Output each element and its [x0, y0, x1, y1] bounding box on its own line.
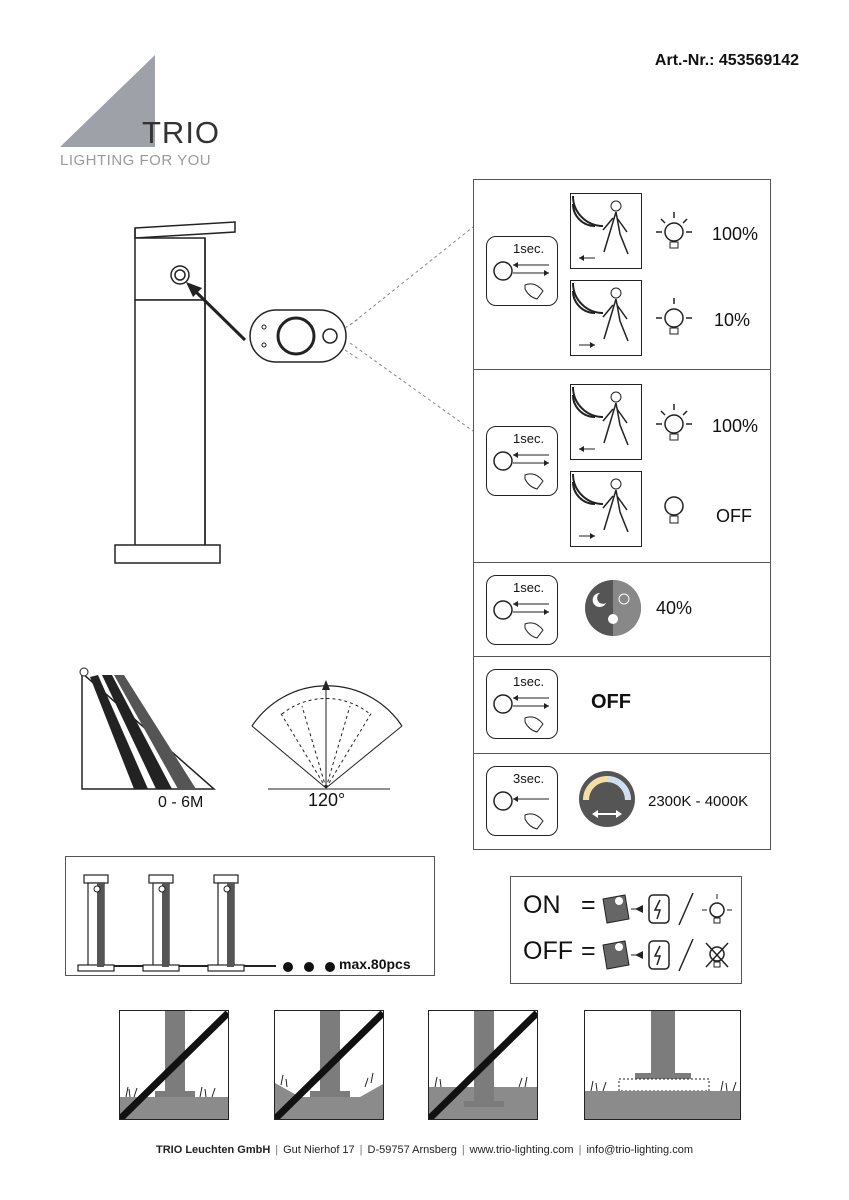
sun-bulb-icon — [656, 212, 692, 249]
equals-sign: = — [581, 891, 596, 919]
lamp-chain-icon — [77, 874, 335, 972]
brightness-level: 100% — [712, 416, 759, 436]
color-temperature-icon — [579, 771, 635, 827]
brightness-level: 40% — [656, 598, 693, 618]
button-press-icon: 1sec. — [486, 575, 558, 645]
on-off-legend: ON = OFF = — [510, 876, 742, 984]
sun-bulb-icon — [656, 298, 692, 335]
button-time-label: 1sec. — [513, 431, 545, 446]
sensor-range-label: 0 - 6M — [158, 794, 204, 811]
sensor-angle-label: 120° — [308, 790, 346, 810]
battery-icon — [648, 894, 670, 924]
installation-wrong-2 — [274, 1010, 384, 1120]
chain-max-label: max.80pcs — [339, 956, 411, 972]
article-number: Art.-Nr.: 453569142 — [654, 52, 799, 69]
battery-icon — [648, 940, 670, 970]
footer-city: D-59757 Arnsberg — [367, 1144, 457, 1156]
button-time-label: 1sec. — [513, 674, 545, 689]
color-temperature-range: 2300K - 4000K — [648, 793, 749, 810]
off-condition-icons — [602, 938, 729, 972]
on-condition-icons — [602, 892, 732, 926]
solar-panel-icon — [602, 940, 630, 970]
callout-lines — [349, 226, 474, 432]
sun-bulb-icon — [702, 894, 732, 924]
installation-correct — [584, 1010, 741, 1120]
brand-tagline: LIGHTING FOR YOU — [60, 152, 212, 169]
brightness-level: 100% — [712, 224, 759, 244]
bollard-illustration — [114, 221, 360, 564]
sensor-range-icon — [79, 667, 216, 790]
brightness-level: OFF — [716, 506, 752, 526]
brightness-level: OFF — [591, 691, 631, 713]
solar-panel-icon — [602, 894, 630, 924]
button-press-icon: 1sec. — [486, 669, 558, 739]
button-time-label: 1sec. — [513, 580, 545, 595]
motion-sensor-icon — [570, 384, 642, 460]
mode-panel-4: 1sec. OFF — [473, 657, 771, 754]
equals-sign: = — [581, 937, 596, 965]
sun-bulb-icon — [656, 404, 692, 441]
footer-email-link[interactable]: info@trio-lighting.com — [586, 1144, 693, 1156]
mode-panel-2: 1sec. 100% OFF — [473, 370, 771, 563]
installation-wrong-1 — [119, 1010, 229, 1120]
button-time-label: 3sec. — [513, 771, 545, 786]
logo-triangle-icon — [60, 55, 155, 147]
footer-company: TRIO Leuchten GmbH — [155, 1144, 271, 1156]
button-press-icon: 1sec. — [486, 426, 558, 496]
brand-name: TRIO — [142, 115, 221, 150]
motion-sensor-icon — [570, 471, 642, 547]
day-night-icon — [585, 580, 641, 636]
crossed-bulb-icon — [705, 942, 729, 968]
motion-sensor-icon — [570, 193, 642, 269]
motion-sensor-icon — [570, 280, 642, 356]
off-label: OFF — [523, 937, 573, 965]
button-press-icon: 3sec. — [486, 766, 558, 836]
footer-web-link[interactable]: www.trio-lighting.com — [469, 1144, 574, 1156]
button-time-label: 1sec. — [513, 241, 545, 256]
sensor-angle-icon — [251, 680, 403, 790]
installation-wrong-3 — [428, 1010, 538, 1120]
mode-panel-1: 1sec. 100% 10% — [473, 179, 771, 370]
mode-panel-3: 1sec. 40% — [473, 563, 771, 657]
on-label: ON — [523, 891, 561, 919]
footer-address: Gut Nierhof 17 — [283, 1144, 355, 1156]
bulb-icon — [664, 496, 684, 524]
button-press-icon: 1sec. — [486, 236, 558, 306]
mode-panel-5: 3sec. 2300K - 4000K — [473, 754, 771, 850]
chain-panel: max.80pcs — [65, 856, 435, 976]
footer: TRIO Leuchten GmbH|Gut Nierhof 17|D-5975… — [155, 1144, 693, 1156]
brightness-level: 10% — [714, 310, 751, 330]
